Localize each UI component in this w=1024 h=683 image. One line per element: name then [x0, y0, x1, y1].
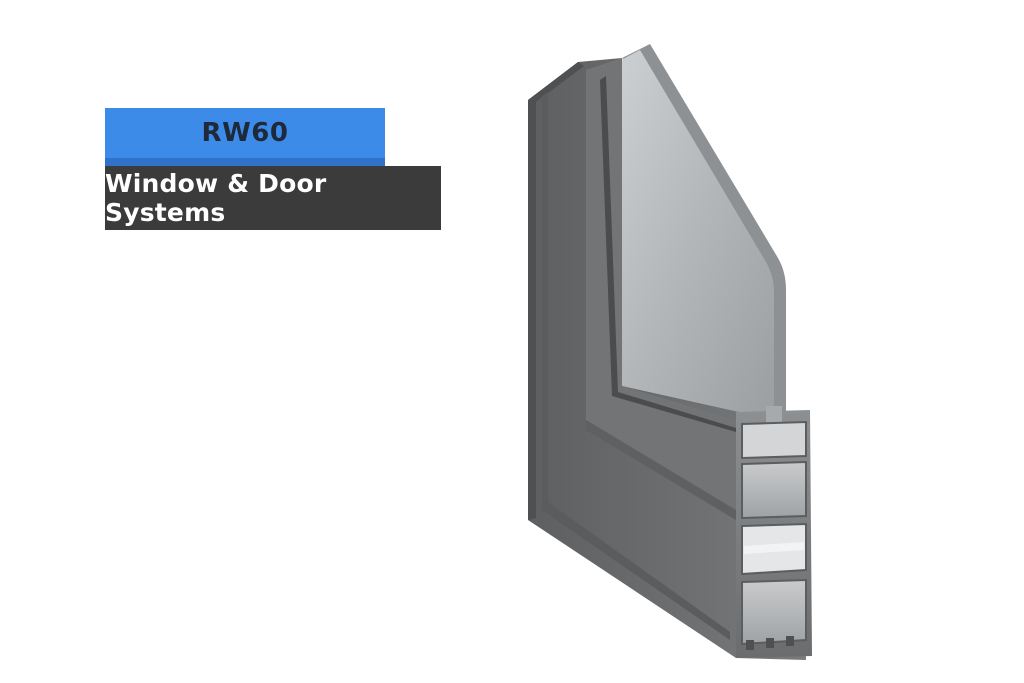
window-frame-profile-image	[528, 44, 812, 660]
glass-pane	[606, 44, 786, 442]
sash-frame	[586, 58, 736, 520]
title-block: RW60 Window & Door Systems	[105, 108, 441, 230]
profile-cross-section	[736, 406, 812, 658]
system-label: Window & Door Systems	[105, 166, 441, 230]
model-badge: RW60	[105, 108, 385, 166]
